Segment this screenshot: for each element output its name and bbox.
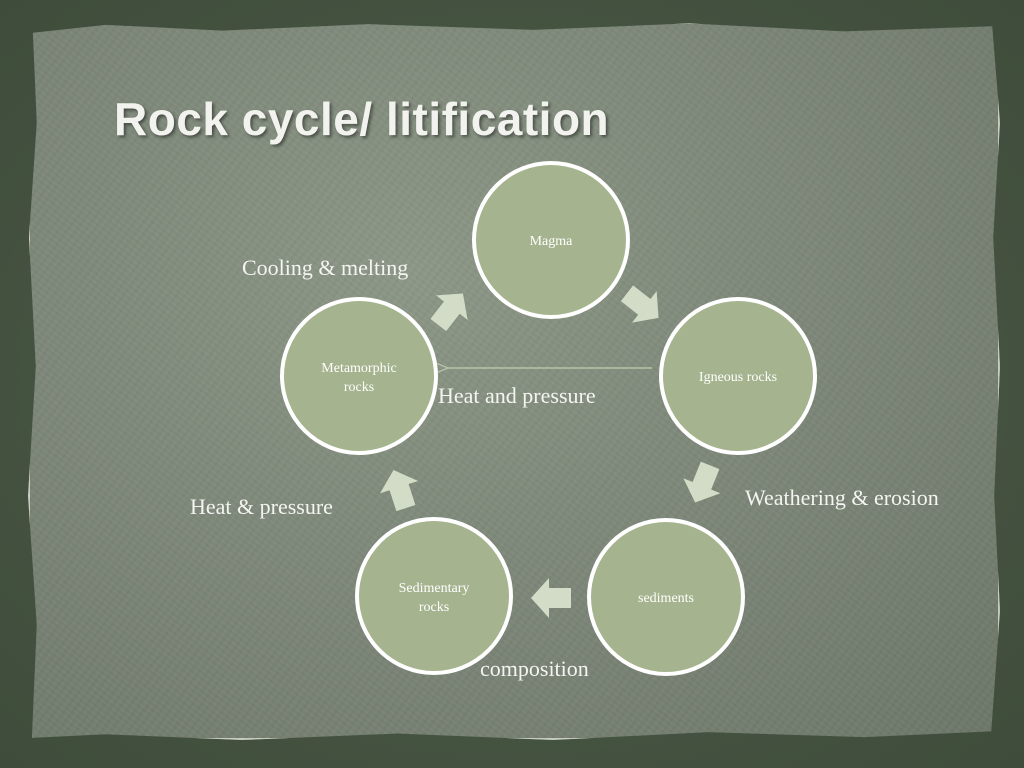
cycle-arrow-icon-2 <box>615 278 671 334</box>
node-label-metamorphic-1: Metamorphic <box>321 361 396 376</box>
cycle-arrow-icon-5 <box>374 464 424 514</box>
cycle-arrow-icon-4 <box>531 578 571 618</box>
label-weathering-erosion: Weathering & erosion <box>745 485 939 511</box>
node-label-sedimentary-2: rocks <box>419 600 449 615</box>
label-heat-pressure-left: Heat & pressure <box>190 494 333 520</box>
node-label-sediments: sediments <box>638 591 694 606</box>
node-label-magma: Magma <box>530 234 574 249</box>
node-label-sedimentary-1: Sedimentary <box>399 581 470 596</box>
cycle-arrow-icon-3 <box>677 458 729 510</box>
label-composition: composition <box>480 656 589 682</box>
node-igneous: Igneous rocks <box>661 299 815 453</box>
label-heat-and-pressure: Heat and pressure <box>438 383 596 409</box>
node-metamorphic: Metamorphic rocks <box>282 299 436 453</box>
node-label-igneous: Igneous rocks <box>699 370 777 385</box>
cycle-arrow-icon-1 <box>423 281 479 337</box>
node-label-metamorphic-2: rocks <box>344 380 374 395</box>
node-magma: Magma <box>474 163 628 317</box>
node-sedimentary: Sedimentary rocks <box>357 519 511 673</box>
label-cooling-melting: Cooling & melting <box>242 255 408 281</box>
node-sediments: sediments <box>589 520 743 674</box>
